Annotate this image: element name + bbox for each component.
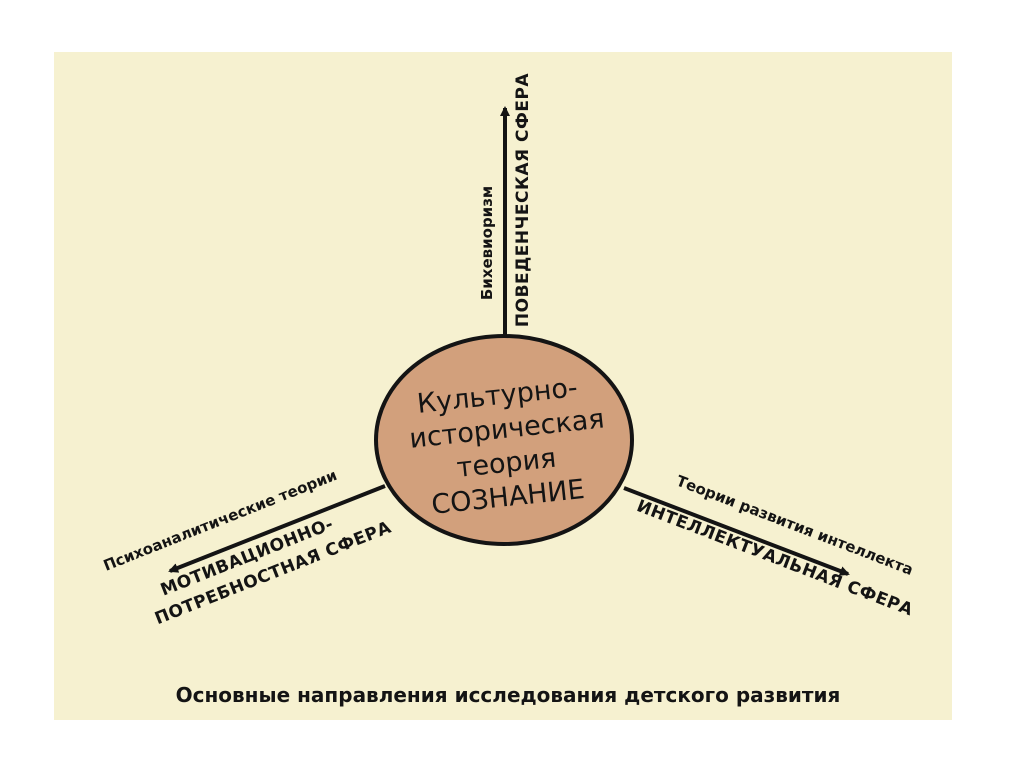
center-circle <box>374 334 634 546</box>
diagram-caption: Основные направления исследования детско… <box>176 683 841 707</box>
arrow-right <box>623 486 850 576</box>
sphere-label-behavioral: ПОВЕДЕНЧЕСКАЯ СФЕРА <box>513 73 533 328</box>
theory-label-behaviorism: Бихевиоризм <box>478 186 496 300</box>
arrow-left <box>168 484 386 573</box>
